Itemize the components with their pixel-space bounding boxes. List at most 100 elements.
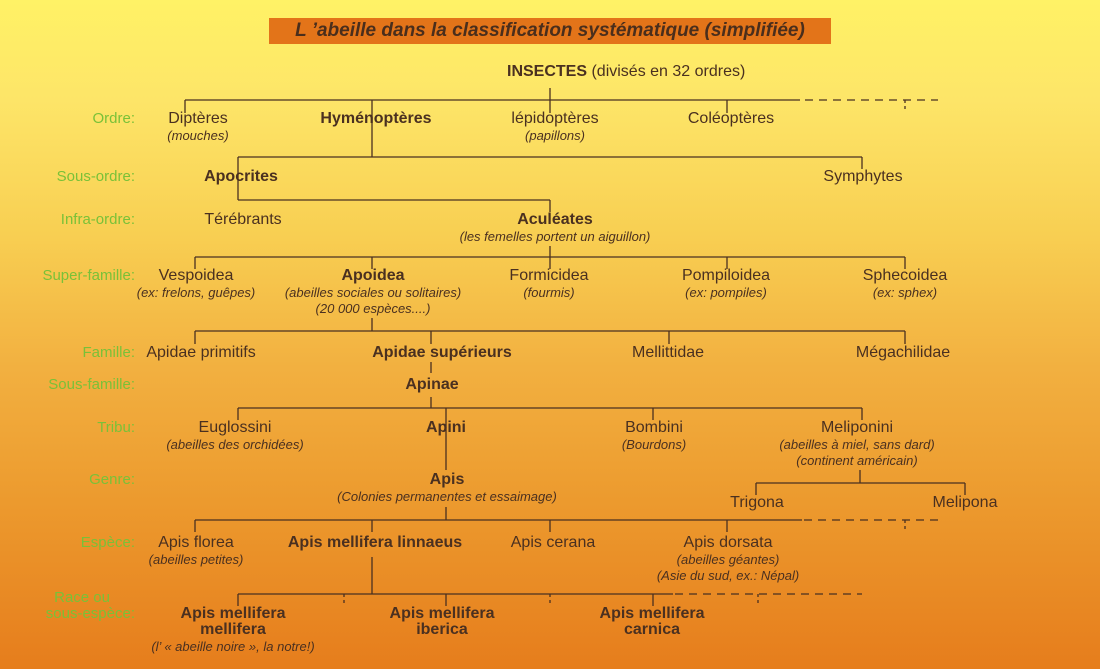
node-name: Hyménoptères	[320, 110, 432, 127]
node-note: (fourmis)	[523, 285, 575, 300]
node-note: (abeilles à miel, sans dard)	[779, 437, 935, 452]
root-note: (divisés en 32 ordres)	[591, 63, 746, 80]
node-dipteres: Diptères (mouches)	[167, 110, 228, 144]
node-apis-florea: Apis florea (abeilles petites)	[149, 534, 244, 568]
rank-label-espece: Espèce:	[80, 534, 135, 551]
node-name: Pompiloidea	[681, 267, 771, 284]
node-name: Apis mellifera linnaeus	[287, 534, 463, 551]
node-apis-mellifera-mellifera: Apis mellifera mellifera (l’ « abeille n…	[151, 605, 314, 655]
node-name: Euglossini	[198, 419, 272, 436]
node-apoidea: Apoidea (abeilles sociales ou solitaires…	[285, 267, 461, 317]
node-coleopteres: Coléoptères	[688, 110, 774, 128]
node-apidae-superieurs: Apidae supérieurs	[372, 344, 512, 362]
rank-label-sous-famille: Sous-famille:	[48, 376, 135, 393]
node-name: Melipona	[932, 494, 998, 511]
node-name: Formicidea	[509, 267, 589, 284]
node-note: (l’ « abeille noire », la notre!)	[151, 639, 315, 654]
node-note: (mouches)	[167, 128, 229, 143]
node-bombini: Bombini (Bourdons)	[622, 419, 686, 453]
node-name: Diptères	[168, 110, 228, 127]
node-apinae: Apinae	[405, 376, 458, 394]
rank-label-super-famille: Super-famille:	[42, 267, 135, 284]
node-note: (abeilles des orchidées)	[166, 437, 304, 452]
node-note-2: (continent américain)	[796, 453, 918, 468]
node-note: (Colonies permanentes et essaimage)	[337, 489, 557, 504]
rank-label-famille: Famille:	[82, 344, 135, 361]
node-name: Apis cerana	[510, 534, 596, 551]
node-name: Apis dorsata	[683, 534, 773, 551]
node-aculeates: Aculéates (les femelles portent un aigui…	[460, 211, 651, 245]
node-name: Coléoptères	[687, 110, 775, 127]
node-melipona: Melipona	[933, 494, 998, 512]
node-note: (ex: pompiles)	[685, 285, 767, 300]
node-note: (ex: frelons, guêpes)	[136, 285, 256, 300]
node-note-2: (Asie du sud, ex.: Népal)	[656, 568, 800, 583]
root-node-insectes: INSECTES (divisés en 32 ordres)	[507, 63, 745, 81]
node-euglossini: Euglossini (abeilles des orchidées)	[166, 419, 303, 453]
node-apis-mellifera-linnaeus: Apis mellifera linnaeus	[288, 534, 462, 552]
node-name-2: mellifera	[200, 621, 266, 638]
node-name: Apocrites	[204, 168, 278, 185]
node-note: (Bourdons)	[621, 437, 687, 452]
node-apocrites: Apocrites	[204, 168, 278, 186]
node-apidae-primitifs: Apidae primitifs	[146, 344, 255, 362]
node-lepidopteres: lépidoptères (papillons)	[511, 110, 598, 144]
node-name: Térébrants	[204, 211, 282, 228]
node-name: lépidoptères	[511, 110, 599, 127]
node-apis: Apis (Colonies permanentes et essaimage)	[337, 471, 557, 505]
node-name: Vespoidea	[158, 267, 234, 284]
node-name: Apidae supérieurs	[372, 344, 512, 361]
node-formicidea: Formicidea (fourmis)	[509, 267, 588, 301]
node-name: Apis mellifera	[180, 605, 286, 622]
node-name: Apoidea	[341, 267, 405, 284]
rank-label-race-line1: Race ou	[54, 589, 110, 606]
node-vespoidea: Vespoidea (ex: frelons, guêpes)	[137, 267, 256, 301]
node-note-2: (20 000 espèces....)	[315, 301, 431, 316]
node-megachilidae: Mégachilidae	[856, 344, 950, 362]
node-name: Mellittidae	[631, 344, 705, 361]
node-name: Apini	[426, 419, 466, 436]
node-note: (papillons)	[525, 128, 585, 143]
node-pompiloidea: Pompiloidea (ex: pompiles)	[682, 267, 770, 301]
node-name: Apis mellifera	[389, 605, 495, 622]
node-apis-mellifera-iberica: Apis mellifera iberica	[390, 605, 495, 639]
node-note: (abeilles sociales ou solitaires)	[284, 285, 462, 300]
node-name-2: iberica	[416, 621, 468, 638]
node-name: Meliponini	[820, 419, 894, 436]
node-trigona: Trigona	[730, 494, 784, 512]
node-name: Trigona	[730, 494, 784, 511]
node-hymenopteres: Hyménoptères	[320, 110, 431, 128]
rank-label-genre: Genre:	[89, 471, 135, 488]
node-terebrants: Térébrants	[204, 211, 281, 229]
node-note: (les femelles portent un aiguillon)	[459, 229, 651, 244]
node-apini: Apini	[426, 419, 466, 437]
node-name: Mégachilidae	[855, 344, 951, 361]
node-note: (abeilles petites)	[148, 552, 244, 567]
node-mellittidae: Mellittidae	[632, 344, 704, 362]
node-name-2: carnica	[623, 621, 681, 638]
node-name: Apis florea	[158, 534, 234, 551]
rank-label-tribu: Tribu:	[97, 419, 135, 436]
page-title: L ’abeille dans la classification systém…	[269, 18, 831, 44]
node-apis-mellifera-carnica: Apis mellifera carnica	[600, 605, 705, 639]
node-apis-dorsata: Apis dorsata (abeilles géantes) (Asie du…	[657, 534, 799, 584]
node-name: Aculéates	[517, 211, 593, 228]
rank-label-race-line2: sous-espèce:	[45, 605, 135, 622]
node-meliponini: Meliponini (abeilles à miel, sans dard) …	[779, 419, 934, 469]
rank-label-ordre: Ordre:	[92, 110, 135, 127]
root-name: INSECTES	[507, 63, 588, 80]
rank-label-infra-ordre: Infra-ordre:	[60, 211, 135, 228]
node-note: (abeilles géantes)	[676, 552, 780, 567]
node-sphecoidea: Sphecoidea (ex: sphex)	[863, 267, 948, 301]
node-name: Apidae primitifs	[146, 344, 256, 361]
node-note: (ex: sphex)	[872, 285, 938, 300]
node-name: Bombini	[625, 419, 683, 436]
rank-label-sous-ordre: Sous-ordre:	[56, 168, 135, 185]
node-name: Apis mellifera	[599, 605, 705, 622]
node-name: Sphecoidea	[862, 267, 948, 284]
node-name: Symphytes	[823, 168, 903, 185]
node-apis-cerana: Apis cerana	[511, 534, 596, 552]
node-name: Apinae	[405, 376, 459, 393]
node-symphytes: Symphytes	[823, 168, 902, 186]
